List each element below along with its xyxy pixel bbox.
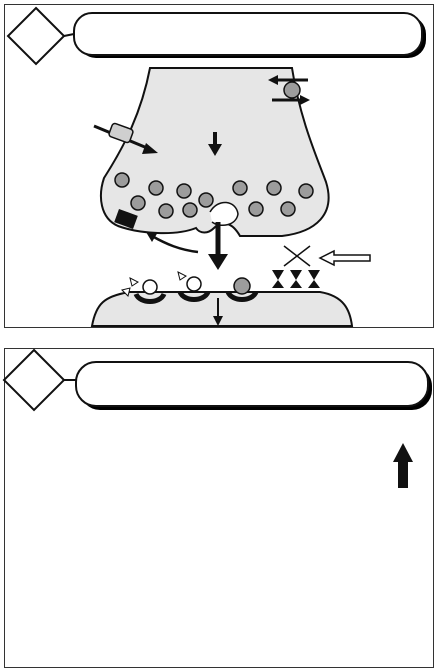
vesicle: [158, 203, 174, 219]
bottom-diamond: [2, 348, 76, 412]
vesicle: [198, 192, 214, 208]
x-mark-icon: [283, 245, 311, 267]
top-header: [73, 12, 426, 58]
vesicles: [114, 172, 314, 219]
vesicle: [176, 183, 192, 199]
top-diamond: [6, 6, 75, 66]
vesicle: [148, 180, 164, 196]
postsynaptic-arrow: [213, 298, 223, 326]
open-arrow-icon: [318, 249, 371, 267]
vesicle: [266, 180, 282, 196]
receptors: [121, 271, 259, 304]
up-arrow-icon: [393, 443, 413, 488]
ion-channel: [93, 122, 158, 154]
blocker-triangles: [272, 270, 320, 288]
down-arrow-large: [208, 222, 228, 270]
vesicle: [114, 172, 130, 188]
vesicle: [248, 201, 264, 217]
vesicle: [280, 201, 296, 217]
postsynaptic-membrane: [90, 291, 354, 327]
transporter: [114, 209, 199, 254]
reuptake-arrows: [268, 75, 310, 105]
bottom-header: [75, 361, 432, 410]
vesicle: [182, 202, 198, 218]
vesicle: [232, 180, 248, 196]
down-arrow-small: [208, 132, 222, 156]
fusing-vesicle: [209, 201, 239, 227]
vesicle: [130, 195, 146, 211]
vesicle: [298, 183, 314, 199]
